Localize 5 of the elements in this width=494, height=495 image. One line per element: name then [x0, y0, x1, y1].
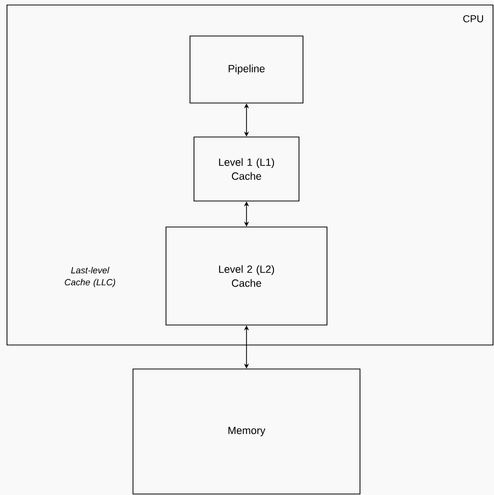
- side-label: Last-level Cache (LLC): [64, 266, 116, 288]
- cache-box: Level 1 (L1) Cache: [194, 136, 300, 202]
- pipeline-box: Pipeline: [190, 36, 304, 104]
- cache-box: Level 2 (L2) Cache: [166, 226, 328, 326]
- memory-box: Memory: [132, 368, 360, 494]
